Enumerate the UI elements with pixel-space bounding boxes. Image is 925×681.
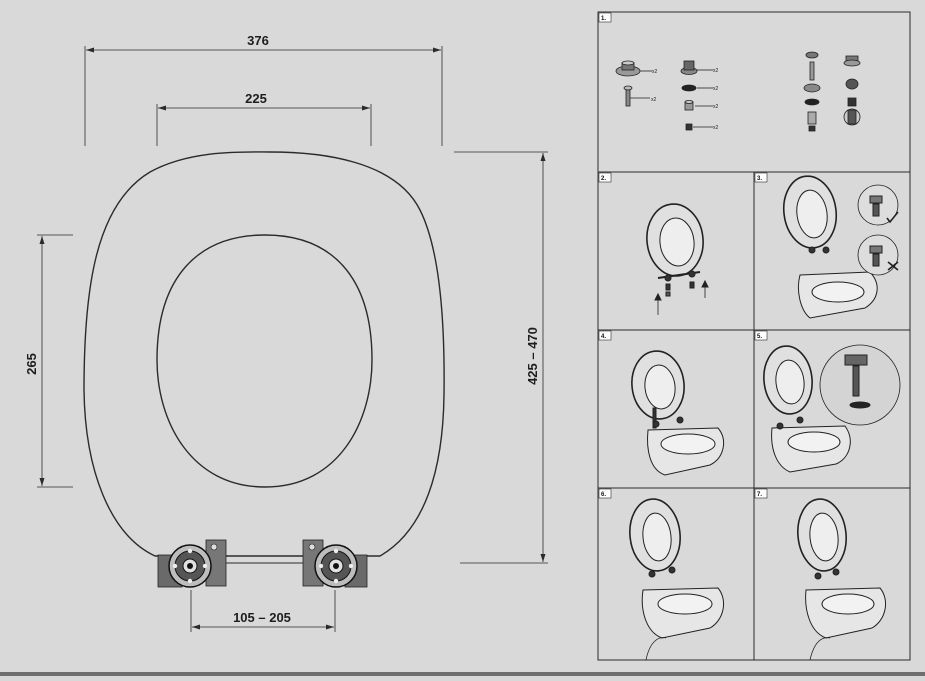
step-2-illustration	[646, 203, 709, 315]
step-labels: 1. 2. 3. 4. 5. 6. 7.	[598, 12, 768, 499]
seat-hole-outline	[156, 234, 373, 488]
dim-hinge-spacing: 105 – 205	[233, 610, 291, 625]
left-hinge	[157, 539, 227, 588]
step-3-number: 3.	[757, 176, 762, 182]
qty-bolt: x2	[651, 97, 657, 103]
qty-top-plate: x2	[713, 68, 719, 74]
dim-overall-width: 376	[247, 33, 269, 48]
dim-overall-length: 425 – 470	[525, 327, 540, 385]
dim-hole-length: 265	[24, 353, 39, 375]
step-1-number: 1.	[601, 16, 606, 22]
step-3-illustration	[782, 175, 899, 319]
dim-hole-width: 225	[245, 91, 267, 106]
step-7-number: 7.	[757, 492, 762, 498]
step-4-illustration	[631, 350, 725, 476]
step-4-number: 4.	[601, 334, 606, 340]
step-6-number: 6.	[601, 492, 606, 498]
step-6-illustration	[629, 498, 725, 661]
qty-nut: x2	[713, 125, 719, 131]
qty-hinge-cap: x2	[652, 69, 658, 75]
step-5-illustration	[763, 344, 901, 473]
seat-drawing	[37, 46, 548, 632]
instruction-grid	[597, 11, 911, 661]
parts-panel	[615, 51, 861, 132]
parts-quantities: x2 x2 x2 x2 x2 x2	[651, 68, 719, 131]
cross-mark-icon	[887, 261, 899, 271]
check-mark-icon	[886, 211, 899, 224]
bottom-edge-bar	[0, 672, 925, 676]
qty-sleeve: x2	[713, 104, 719, 110]
seat-outline	[83, 151, 445, 557]
qty-washer: x2	[713, 86, 719, 92]
right-hinge	[302, 539, 368, 588]
step-2-number: 2.	[601, 176, 606, 182]
step-5-number: 5.	[757, 334, 762, 340]
step-7-illustration	[797, 498, 887, 661]
